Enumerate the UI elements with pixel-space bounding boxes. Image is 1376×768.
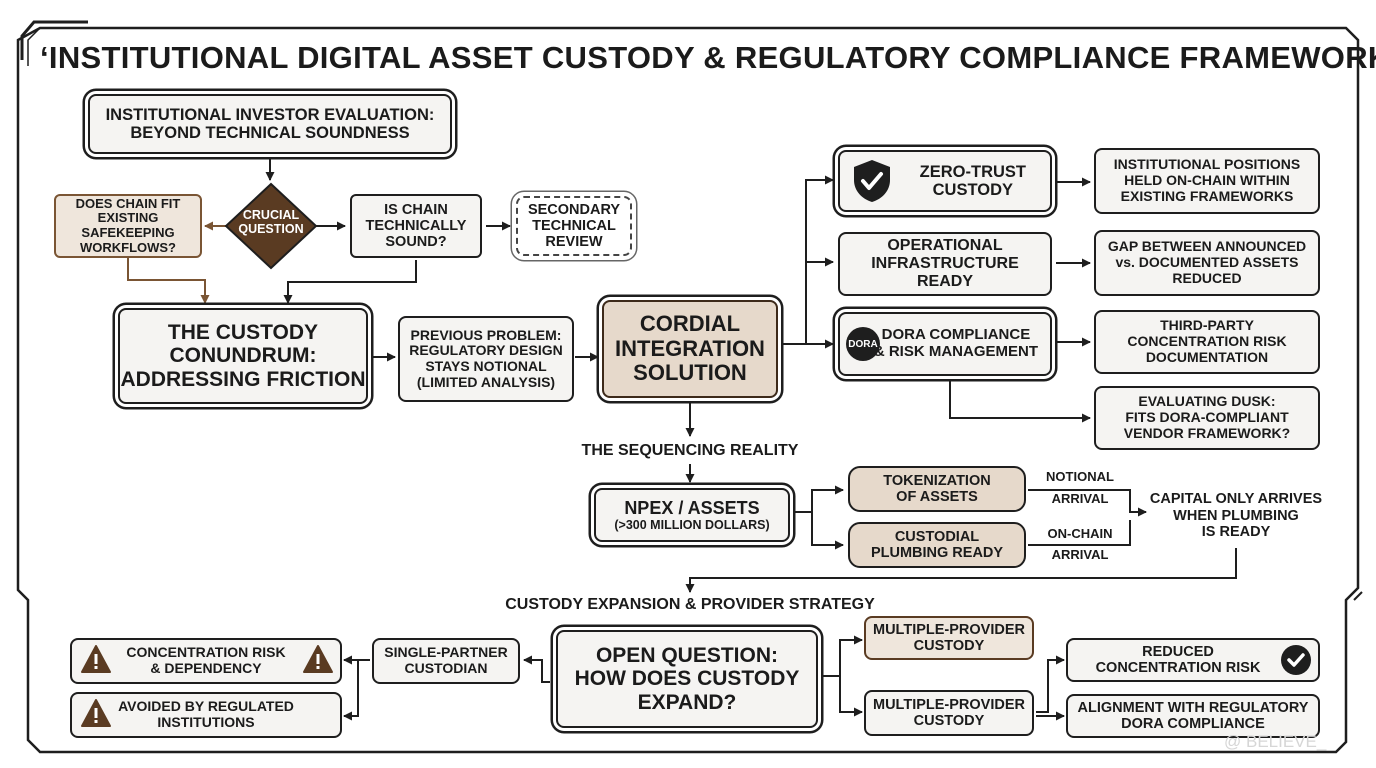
reduced-risk-label: REDUCED CONCENTRATION RISK [1095,643,1261,676]
evaluating-dusk-box: EVALUATING DUSK: FITS DORA-COMPLIANT VEN… [1094,386,1320,450]
custodial-plumbing-box: CUSTODIAL PLUMBING READY [848,522,1026,568]
npex-title: NPEX / ASSETS [624,497,760,518]
capital-arrives-label: CAPITAL ONLY ARRIVES WHEN PLUMBING IS RE… [1149,491,1323,541]
cordial-solution-box: CORDIAL INTEGRATION SOLUTION [602,300,778,398]
tokenization-box: TOKENIZATION OF ASSETS [848,466,1026,512]
custody-expansion-label: CUSTODY EXPANSION & PROVIDER STRATEGY [505,596,875,613]
notional-label: NOTIONAL [1040,469,1120,485]
npex-subtitle: (>300 MILLION DOLLARS) [614,518,770,533]
tech-sound-box: IS CHAIN TECHNICALLY SOUND? [350,194,482,258]
watermark: @ BELIEVE_ [1224,732,1327,751]
third-party-risk-box: THIRD-PARTY CONCENTRATION RISK DOCUMENTA… [1094,310,1320,374]
institutional-positions-box: INSTITUTIONAL POSITIONS HELD ON-CHAIN WI… [1094,148,1320,214]
single-partner-box: SINGLE-PARTNER CUSTODIAN [372,638,520,684]
investor-evaluation-box: INSTITUTIONAL INVESTOR EVALUATION: BEYON… [88,94,452,154]
multiple-provider-box-1: MULTIPLE-PROVIDER CUSTODY [864,616,1034,660]
arrival-label-1: ARRIVAL [1051,491,1109,506]
operational-ready-box: OPERATIONAL INFRASTRUCTURE READY [838,232,1052,296]
warning-icon [303,645,333,673]
check-circle-icon [1281,645,1311,675]
crucial-question-label: CRUCIAL QUESTION [238,208,304,237]
arrival-label-2: ARRIVAL [1051,547,1109,562]
alignment-dora-box: ALIGNMENT WITH REGULATORY DORA COMPLIANC… [1066,694,1320,738]
zero-trust-label: ZERO-TRUST CUSTODY [919,162,1026,199]
dora-badge-icon: DORA [846,327,880,361]
chain-fit-box: DOES CHAIN FIT EXISTING SAFEKEEPING WORK… [54,194,202,258]
crucial-question-diamond [224,182,318,270]
gap-reduced-box: GAP BETWEEN ANNOUNCED vs. DOCUMENTED ASS… [1094,230,1320,296]
avoided-box: AVOIDED BY REGULATED INSTITUTIONS [70,692,342,738]
open-question-box: OPEN QUESTION: HOW DOES CUSTODY EXPAND? [556,630,818,728]
secondary-review-box: SECONDARY TECHNICAL REVIEW [516,196,632,256]
sequencing-reality-label: THE SEQUENCING REALITY [581,442,799,459]
page-title: ‘INSTITUTIONAL DIGITAL ASSET CUSTODY & R… [40,40,1376,75]
shield-check-icon [854,160,890,202]
previous-problem-box: PREVIOUS PROBLEM: REGULATORY DESIGN STAY… [398,316,574,402]
multiple-provider-box-2: MULTIPLE-PROVIDER CUSTODY [864,690,1034,736]
dora-badge-text: DORA [848,338,878,350]
warning-icon [81,645,111,673]
concentration-risk-box: CONCENTRATION RISK & DEPENDENCY [70,638,342,684]
warning-icon [81,699,111,727]
avoided-label: AVOIDED BY REGULATED INSTITUTIONS [118,698,294,730]
onchain-label: ON-CHAIN [1040,526,1120,542]
concentration-risk-label: CONCENTRATION RISK & DEPENDENCY [126,644,286,676]
custody-conundrum-box: THE CUSTODY CONUNDRUM: ADDRESSING FRICTI… [118,308,368,404]
npex-assets-box: NPEX / ASSETS (>300 MILLION DOLLARS) [594,488,790,542]
reduced-risk-box: REDUCED CONCENTRATION RISK [1066,638,1320,682]
dora-compliance-label: DORA COMPLIANCE & RISK MANAGEMENT [873,326,1038,360]
